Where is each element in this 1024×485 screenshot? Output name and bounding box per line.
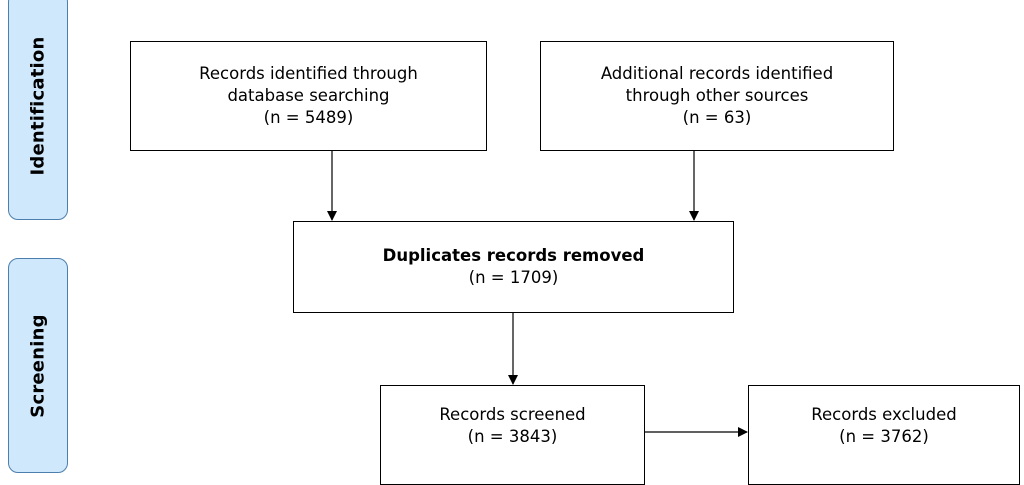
stage-tab-screening: Screening	[8, 258, 68, 473]
box-duplicates-count: (n = 1709)	[468, 268, 559, 287]
box-database-records: Records identified through database sear…	[130, 41, 487, 151]
box-database-count: (n = 5489)	[263, 108, 354, 127]
box-duplicates-removed: Duplicates records removed (n = 1709)	[293, 221, 734, 313]
box-screened-title: Records screened	[439, 405, 586, 424]
box-database-line2: database searching	[227, 86, 390, 105]
box-records-screened: Records screened (n = 3843)	[380, 385, 645, 485]
box-excluded-title: Records excluded	[811, 405, 957, 424]
stage-tab-identification: Identification	[8, 0, 68, 220]
flow-connectors	[327, 151, 748, 437]
box-other-line2: through other sources	[625, 86, 809, 105]
box-screened-count: (n = 3843)	[467, 427, 558, 446]
box-other-sources: Additional records identified through ot…	[540, 41, 894, 151]
box-excluded-count: (n = 3762)	[839, 427, 929, 446]
box-records-excluded: Records excluded (n = 3762)	[748, 385, 1020, 485]
box-database-line1: Records identified through	[199, 64, 418, 83]
box-other-count: (n = 63)	[682, 108, 752, 127]
box-other-line1: Additional records identified	[600, 64, 834, 83]
box-duplicates-title: Duplicates records removed	[382, 246, 645, 265]
